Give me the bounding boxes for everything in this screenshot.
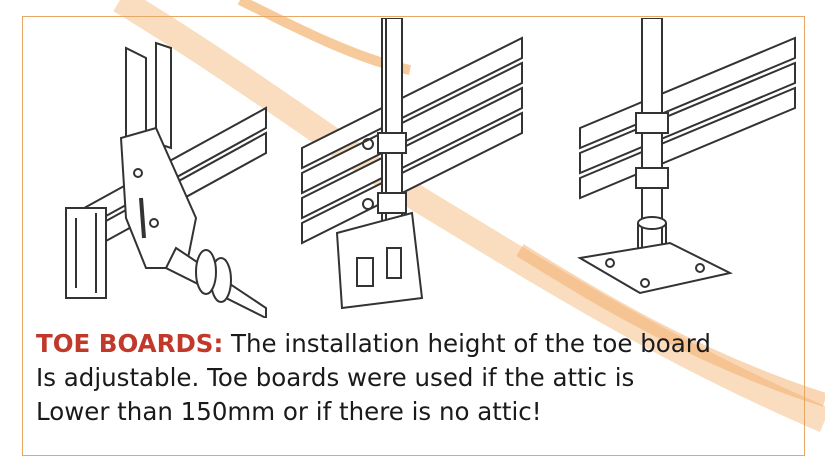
caption-line-1: TOE BOARDS: The installation height of t… (36, 327, 796, 361)
toe-boards-label: TOE BOARDS: (36, 329, 224, 358)
caption-line-3: Lower than 150mm or if there is no attic… (36, 397, 542, 426)
caption-line-1-text: The installation height of the toe board (223, 329, 711, 358)
caption-line-2: Is adjustable. Toe boards were used if t… (36, 363, 635, 392)
toe-board-clamp-illustration (282, 18, 542, 318)
toe-boards-description: TOE BOARDS: The installation height of t… (36, 327, 796, 429)
toe-board-bracket-illustration (36, 18, 272, 318)
toe-board-base-plate-illustration (560, 18, 800, 308)
